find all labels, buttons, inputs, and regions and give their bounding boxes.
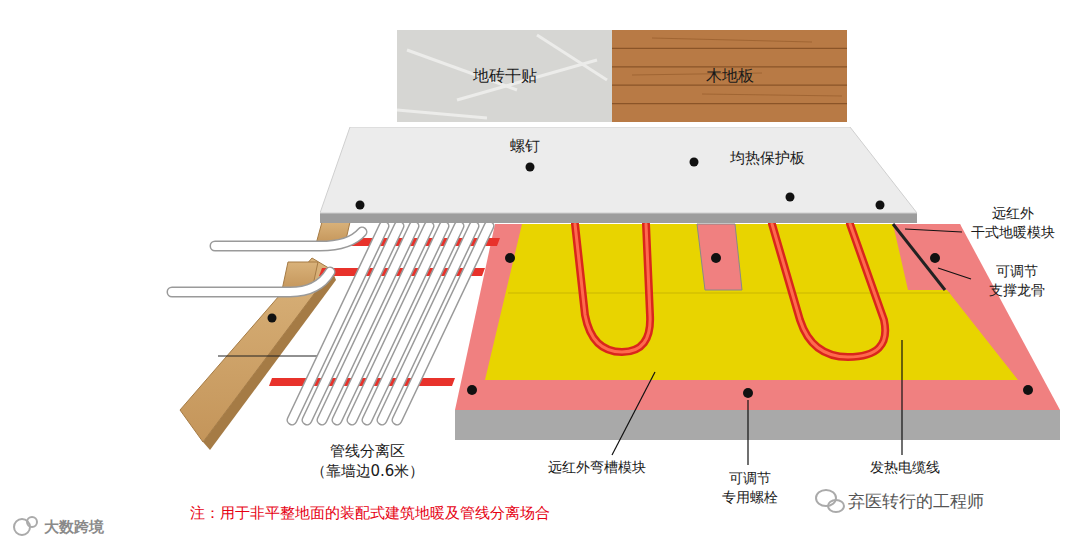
heat-board-shape — [320, 127, 917, 225]
part-label: 可调节 专用螺栓 — [705, 469, 795, 507]
panel-label: 木地板 — [706, 66, 754, 87]
part-label: 远红外弯槽模块 — [548, 458, 678, 477]
heat-board: 螺钉均热保护板 — [320, 127, 917, 225]
watermark: 大数跨境 — [44, 517, 154, 537]
wood-panel: 木地板 — [612, 30, 847, 122]
pipe-zone — [172, 222, 500, 450]
part-label: 可调节 支撑龙骨 — [975, 262, 1059, 300]
watermark: 弃医转行的工程师 — [848, 490, 1068, 513]
tile-panel: 地砖干贴 — [397, 30, 612, 122]
heating-module — [455, 224, 1060, 440]
note: 注：用于非平整地面的装配式建筑地暖及管线分离场合 — [190, 503, 710, 523]
part-label: 远红外 干式地暖模块 — [965, 204, 1060, 242]
panel-label: 地砖干贴 — [473, 66, 537, 87]
part-label: 管线分离区 （靠墙边0.6米） — [285, 441, 450, 482]
panel-label: 螺钉 — [510, 137, 540, 156]
leader-lines — [612, 182, 971, 465]
watermark-icon — [14, 490, 844, 535]
panel-label: 均热保护板 — [730, 149, 805, 168]
part-label: 发热电缆线 — [870, 458, 980, 477]
